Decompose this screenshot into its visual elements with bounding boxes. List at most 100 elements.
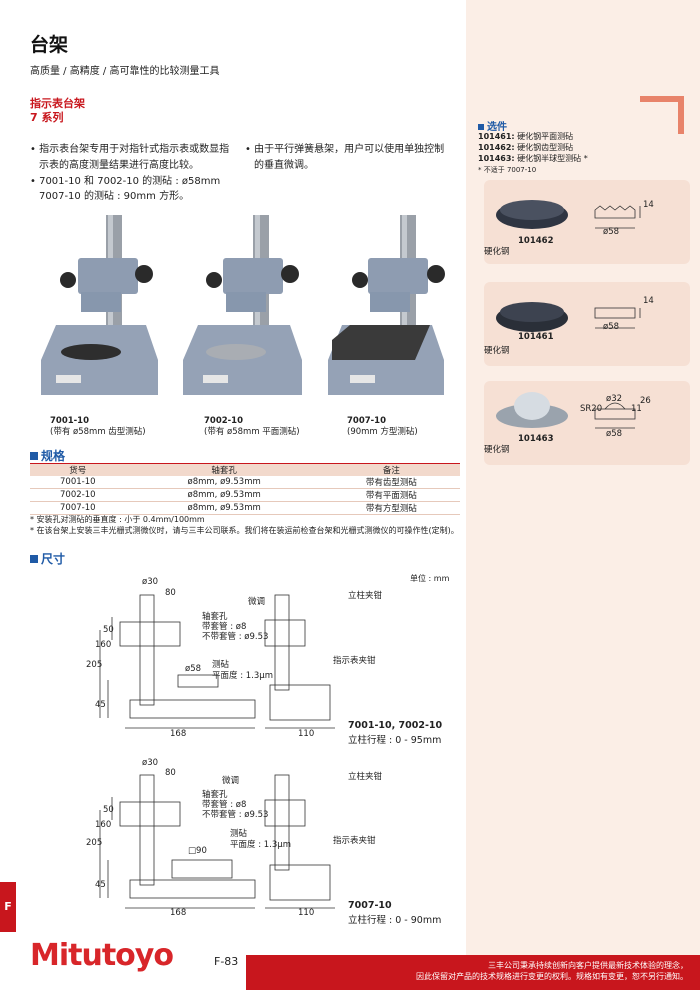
opt2-d1: 14	[643, 296, 654, 306]
d1-h160: 160	[95, 640, 112, 650]
d2-flat: 平面度 : 1.3μm	[230, 840, 291, 850]
d1-with: 带套管 : ø8	[202, 622, 247, 632]
col-header-sleeve: 轴套孔	[125, 463, 323, 476]
anvil-101463-image	[496, 392, 568, 428]
product-code-7001: 7001-10	[50, 416, 90, 426]
d1-h50: 50	[103, 625, 114, 635]
d2-model: 7007-10	[348, 900, 392, 911]
opt1-d1: 14	[643, 200, 654, 210]
product-code-7002: 7002-10	[204, 416, 244, 426]
stand-photo-7002	[183, 215, 302, 395]
unit-label: 单位 : mm	[410, 574, 450, 583]
footer-note: 三丰公司秉承持续创新向客户提供最新技术体验的理念，因此保留对产品的技术规格进行变…	[416, 961, 688, 981]
dimensions-heading: 尺寸	[30, 550, 65, 567]
opt3-d3: 11	[631, 404, 642, 414]
cell: 7007-10	[30, 501, 126, 515]
option-note: * 不适于 7007-10	[478, 166, 537, 174]
bullet-2b: 7007-10 的测砧 : 90mm 方形。	[39, 191, 190, 202]
option-list-3: 101463: 硬化钢半球型测砧 *	[478, 154, 588, 163]
opt2-code: 101461	[518, 332, 554, 342]
page-title: 台架	[30, 34, 69, 56]
d1-fine: 微调	[248, 597, 266, 607]
corner-mark	[640, 96, 684, 134]
opt1-code: 101462	[518, 236, 554, 246]
stand-photo-7001	[41, 215, 158, 395]
d1-holder: 指示表夹钳	[333, 656, 376, 666]
cell: ø8mm, ø9.53mm	[125, 488, 323, 502]
opt3-code: 101463	[518, 434, 554, 444]
d1-model: 7001-10, 7002-10	[348, 720, 443, 731]
d2-clamp: 立柱夹钳	[348, 772, 383, 782]
opt3-d1: ø32	[606, 394, 623, 404]
d1-phi58: ø58	[185, 664, 202, 674]
anvil-101461-image	[496, 302, 568, 332]
anvil-101463-drawing	[594, 402, 636, 429]
mitutoyo-logo: Mitutoyo	[30, 938, 174, 973]
bullet-3b: 的垂直微调。	[254, 160, 314, 171]
spec-note-2: * 在该台架上安装三丰光栅式测微仪时，请与三丰公司联系。我们将在装运前检查台架和…	[30, 526, 459, 535]
opt3-d5: ø58	[606, 429, 623, 439]
cell: ø8mm, ø9.53mm	[125, 501, 323, 515]
d1-sleeve: 轴套孔	[202, 612, 228, 622]
series-name: 指示表台架	[30, 97, 85, 110]
footer-bar	[246, 955, 700, 990]
opt2-d2: ø58	[603, 322, 620, 332]
opt3-d2: SR20	[580, 404, 603, 414]
product-desc-7002: (带有 ø58mm 平面测砧)	[204, 427, 300, 437]
option-list-1: 101461: 硬化钢平面测砧	[478, 132, 574, 141]
opt1-d2: ø58	[603, 227, 620, 237]
stand-photo-7007	[328, 215, 445, 395]
bullet-1b: 示表的高度测量结果进行高度比较。	[39, 160, 199, 171]
d1-h45: 45	[95, 700, 106, 710]
d2-fine: 微调	[222, 776, 240, 786]
bullet-1: • 指示表台架专用于对指针式指示表或数显指	[30, 144, 230, 155]
cell: ø8mm, ø9.53mm	[125, 476, 323, 489]
opt2-material: 硬化钢	[484, 346, 510, 356]
bullet-3: • 由于平行弹簧悬架，用户可以使用单独控制	[245, 144, 445, 155]
product-desc-7007: (90mm 方型测砧)	[347, 427, 418, 437]
d1-flat: 平面度 : 1.3μm	[212, 671, 273, 681]
d2-w80: 80	[165, 768, 176, 778]
cell: 带有方型测砧	[322, 501, 460, 515]
d2-sleeve: 轴套孔	[202, 790, 228, 800]
d2-w110: 110	[298, 908, 315, 918]
d1-anvil: 测砧	[212, 660, 230, 670]
dimension-drawing-1	[99, 594, 335, 729]
d2-w168: 168	[170, 908, 187, 918]
d1-phi30: ø30	[142, 577, 159, 587]
sidebar-panel	[466, 0, 700, 990]
spec-heading: 规格	[30, 447, 65, 464]
page-subtitle: 高质量 / 高精度 / 高可靠性的比较测量工具	[30, 66, 220, 77]
product-code-7007: 7007-10	[347, 416, 387, 426]
d2-sq90: □90	[188, 846, 207, 856]
d2-phi30: ø30	[142, 758, 159, 768]
bullet-2: • 7001-10 和 7002-10 的测砧 : ø58mm	[30, 176, 221, 187]
anvil-101461-drawing	[594, 307, 641, 329]
series-label: 7 系列	[30, 111, 64, 124]
d2-h45: 45	[95, 880, 106, 890]
opt1-material: 硬化钢	[484, 247, 510, 257]
cell: 带有齿型测砧	[322, 476, 460, 489]
options-heading: 选件	[478, 118, 507, 133]
option-list-2: 101462: 硬化钢齿型测砧	[478, 143, 574, 152]
product-desc-7001: (带有 ø58mm 齿型测砧)	[50, 427, 146, 437]
d1-w168: 168	[170, 729, 187, 739]
cell: 带有平面测砧	[322, 488, 460, 502]
d2-without: 不带套管 : ø9.53	[202, 810, 269, 820]
d2-with: 带套管 : ø8	[202, 800, 247, 810]
d2-h50: 50	[103, 805, 114, 815]
d1-h205: 205	[86, 660, 103, 670]
cell: 7002-10	[30, 488, 126, 502]
d2-h160: 160	[95, 820, 112, 830]
d2-travel: 立柱行程 : 0 - 90mm	[348, 915, 442, 926]
d1-travel: 立柱行程 : 0 - 95mm	[348, 735, 442, 746]
col-header-remark: 备注	[322, 463, 460, 476]
anvil-101462-image	[496, 200, 568, 229]
opt3-material: 硬化钢	[484, 445, 510, 455]
col-header-code: 货号	[30, 463, 126, 476]
table-header-row: 货号 轴套孔 备注	[30, 463, 460, 476]
d2-anvil: 测砧	[230, 829, 248, 839]
